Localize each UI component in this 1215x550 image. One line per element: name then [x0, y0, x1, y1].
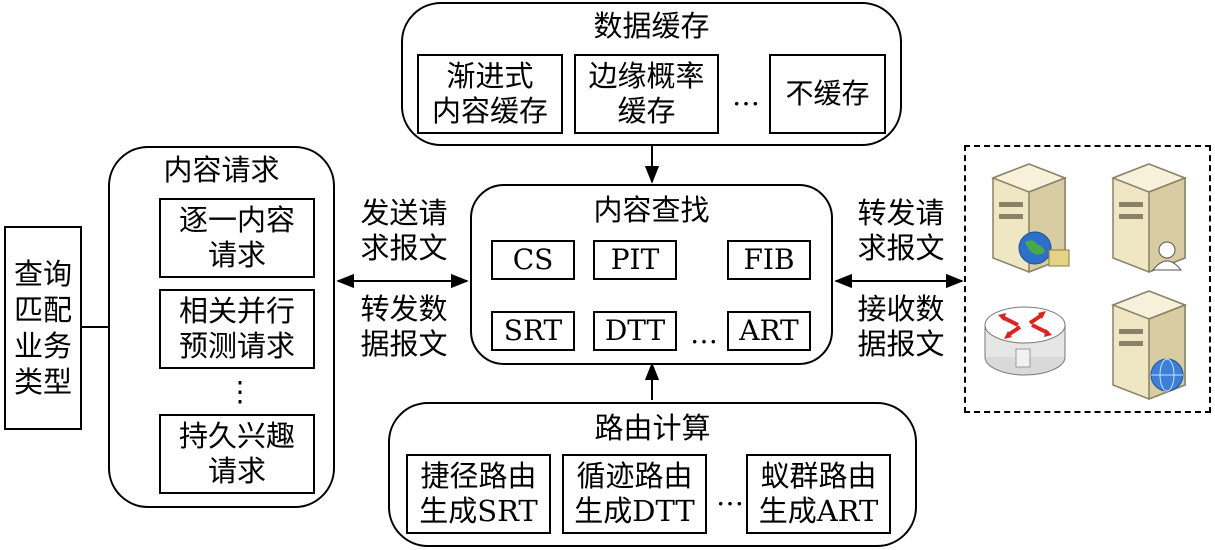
cache-item-no-cache: 不缓存: [769, 54, 886, 134]
routing-title: 路由计算: [594, 411, 711, 445]
cache-ellipsis: …: [732, 79, 760, 112]
art-box: ART: [727, 311, 811, 351]
router-icon: [984, 306, 1066, 376]
data-cache-title: 数据缓存: [593, 9, 710, 43]
request-item-one-by-one: 逐一内容 请求: [159, 198, 315, 278]
routing-ellipsis: …: [716, 479, 744, 512]
forward-data-label: 转发数 据报文: [360, 292, 448, 361]
receive-data-label: 接收数 据报文: [857, 292, 945, 361]
srt-box: SRT: [491, 311, 575, 351]
cache-item-progressive: 渐进式 内容缓存: [417, 54, 563, 134]
server-user-icon: [1110, 163, 1188, 274]
server-network-icon: [1110, 290, 1188, 401]
request-item-persistent-interest: 持久兴趣 请求: [159, 414, 315, 494]
network-devices-group: [964, 145, 1211, 413]
request-ellipsis: ⋮: [226, 375, 254, 408]
server-globe-icon: [990, 163, 1070, 274]
dtt-box: DTT: [593, 311, 677, 351]
content-lookup-title: 内容查找: [593, 193, 710, 227]
send-request-label: 发送请 求报文: [360, 196, 448, 265]
cs-box: CS: [491, 240, 575, 280]
forward-request-label: 转发请 求报文: [857, 196, 945, 265]
routing-item-ant-colony: 蚁群路由 生成ART: [746, 454, 891, 534]
query-match-label: 查询 匹配 业务 类型: [13, 257, 72, 399]
routing-item-shortcut: 捷径路由 生成SRT: [406, 454, 551, 534]
pit-box: PIT: [593, 240, 677, 280]
request-item-parallel-prediction: 相关并行 预测请求: [159, 289, 315, 369]
query-match-box: 查询 匹配 业务 类型: [4, 226, 82, 430]
content-request-title: 内容请求: [163, 153, 280, 187]
routing-item-trace: 循迹路由 生成DTT: [562, 454, 707, 534]
cache-item-edge-probability: 边缘概率 缓存: [574, 54, 719, 134]
lookup-ellipsis: …: [690, 317, 718, 350]
fib-box: FIB: [727, 240, 811, 280]
